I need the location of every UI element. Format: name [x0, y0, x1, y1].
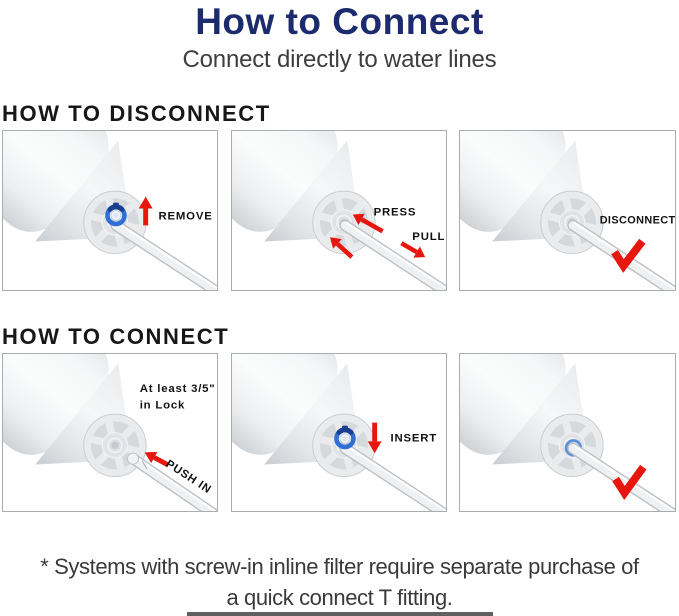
red-arrow-icon	[144, 451, 170, 468]
filter-illustration-disconnected: DISCONNECT	[460, 131, 675, 290]
panel-press-pull: PRESS PULL	[231, 130, 447, 291]
red-checkmark-icon	[612, 464, 647, 500]
filter-illustration-remove: REMOVE	[3, 131, 217, 290]
panel-label: At least 3/5"	[140, 383, 216, 395]
panel-label: DISCONNECT	[600, 214, 675, 226]
panel-remove-clip: REMOVE	[2, 130, 218, 291]
red-checkmark-icon	[611, 238, 646, 273]
red-arrow-icon	[138, 196, 153, 226]
footnote-line-1: * Systems with screw-in inline filter re…	[40, 554, 639, 579]
footnote: * Systems with screw-in inline filter re…	[0, 551, 679, 613]
filter-illustration-press-pull: PRESS PULL	[232, 131, 446, 290]
cut-off-text-strip	[187, 612, 493, 616]
filter-illustration-connected	[460, 354, 675, 511]
water-tube	[126, 452, 217, 511]
panel-disconnected: DISCONNECT	[459, 130, 676, 291]
panel-insert-clip: INSERT	[231, 353, 447, 512]
water-tube	[339, 442, 446, 511]
water-tube	[339, 219, 446, 290]
section-heading-disconnect: HOW TO DISCONNECT	[2, 101, 271, 126]
blue-locking-clip	[334, 425, 356, 450]
panel-label: in Lock	[140, 400, 185, 412]
blue-locking-clip	[105, 202, 127, 227]
red-arrow-icon	[330, 237, 354, 259]
water-tube	[567, 442, 675, 511]
red-arrow-icon	[367, 422, 382, 454]
panel-label: INSERT	[391, 432, 437, 444]
footnote-line-2: a quick connect T fitting.	[226, 585, 453, 610]
page-title: How to Connect	[195, 1, 484, 42]
panel-label: PULL	[412, 231, 445, 243]
panel-label: REMOVE	[159, 210, 213, 222]
red-arrow-icon	[352, 213, 384, 234]
filter-illustration-insert: INSERT	[232, 354, 446, 511]
page-subtitle: Connect directly to water lines	[182, 46, 497, 73]
water-tube	[567, 219, 675, 290]
panel-connected	[459, 353, 676, 512]
section-heading-connect: HOW TO CONNECT	[2, 324, 230, 349]
water-tube	[110, 219, 217, 290]
red-arrow-icon	[400, 241, 426, 258]
panel-label: PRESS	[374, 206, 417, 218]
